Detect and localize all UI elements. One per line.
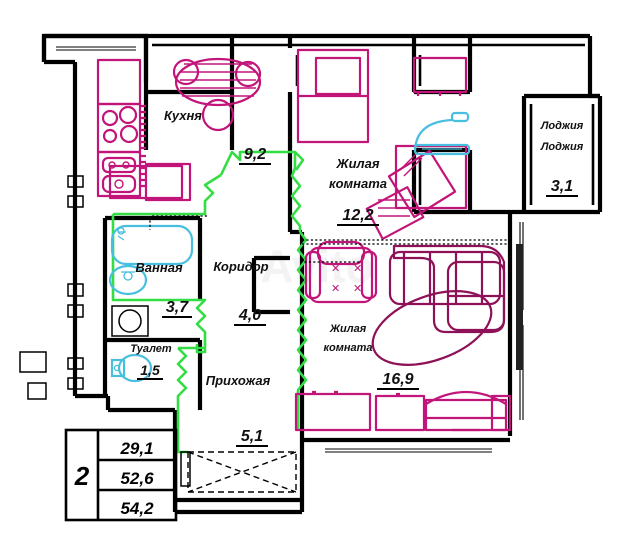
legend-table: 2 29,1 52,6 54,2 — [64, 428, 178, 522]
cushion-mark: ✕ — [331, 283, 340, 295]
label-corridor-area: 4,0 — [238, 307, 261, 324]
cushion-mark: ✕ — [353, 263, 362, 275]
label-living1-name-line1: Жилая — [336, 156, 380, 171]
left-wall-marks — [19, 175, 84, 400]
cushion-mark: ✕ — [353, 283, 362, 295]
label-bathroom-area: 3,7 — [166, 299, 189, 316]
stool-icon — [234, 60, 262, 88]
washbasin-icon — [108, 264, 148, 296]
legend-value-total-with-loggia: 54,2 — [120, 499, 154, 518]
label-living2-name-line1: Жилая — [329, 323, 367, 335]
label-toilet-name: Туалет — [130, 343, 172, 355]
stool-icon — [172, 58, 200, 86]
stove-burner-icon — [101, 109, 119, 127]
sink-icon — [101, 174, 137, 194]
label-toilet-area: 1,5 — [140, 362, 160, 378]
interior-walls — [102, 36, 510, 440]
kitchen-furniture — [96, 57, 262, 202]
entry-niche — [180, 451, 297, 493]
balcony-door — [413, 111, 471, 156]
living-room-2-cabinets — [294, 390, 512, 432]
label-kitchen-name: Кухня — [164, 108, 202, 123]
legend-value-living-area: 29,1 — [119, 439, 153, 458]
label-living2-name-line2: комната — [323, 342, 372, 354]
label-kitchen-area: 9,2 — [244, 146, 266, 163]
cushion-mark: ✕ — [331, 263, 340, 275]
outer-walls — [41, 33, 603, 515]
label-hall-area: 5,1 — [241, 428, 263, 445]
round-rug — [371, 290, 493, 366]
stove-burner-icon — [102, 128, 118, 144]
hatch-details — [149, 215, 512, 263]
label-living1-area: 12,2 — [342, 207, 373, 224]
label-loggia-area: 3,1 — [551, 178, 573, 195]
label-hall-name: Прихожая — [206, 373, 271, 388]
legend-value-total-area: 52,6 — [120, 469, 154, 488]
legend-rooms-count: 2 — [74, 461, 90, 491]
room-outline-highlight — [111, 150, 308, 454]
bathtub-icon — [110, 224, 194, 266]
stove-burner-icon — [118, 105, 138, 125]
label-corridor-name: Коридор — [213, 259, 268, 274]
stool-icon — [201, 98, 235, 132]
washing-machine-icon — [111, 305, 149, 337]
window-right-panel — [516, 244, 523, 370]
armchair-rotated — [387, 149, 457, 219]
label-loggia-name: Лоджия — [540, 120, 584, 132]
windows — [56, 46, 524, 453]
room-labels: Кухня 9,2 Жилая комната 12,2 Жилая комна… — [130, 108, 584, 447]
armchair-center: ✕ ✕ ✕ ✕ — [304, 240, 378, 304]
label-living2-area: 16,9 — [382, 371, 413, 388]
label-loggia-name-dup: Лоджия — [540, 141, 584, 153]
door-leaf — [413, 143, 471, 156]
bathroom-fixtures — [108, 224, 194, 383]
label-living1-name-line2: комната — [329, 176, 387, 191]
label-bathroom-name: Ванная — [135, 260, 183, 275]
dining-table — [174, 57, 262, 107]
stove-burner-icon — [119, 124, 139, 144]
sectional-sofa — [371, 244, 506, 366]
